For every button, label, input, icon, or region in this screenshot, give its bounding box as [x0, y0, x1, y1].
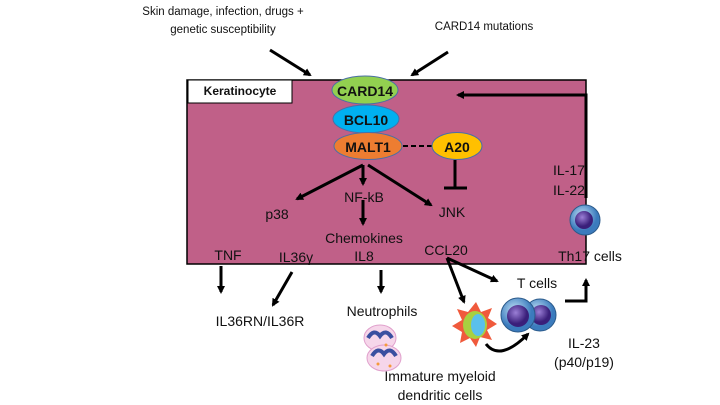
dc-label-line2: dendritic cells	[397, 387, 483, 403]
jnk-label: JNK	[438, 204, 466, 220]
ccl20-label: CCL20	[424, 242, 468, 258]
malt1-label: MALT1	[345, 139, 391, 155]
arrow-tcells-th17	[565, 278, 590, 303]
th17-cell-icon	[569, 204, 601, 236]
keratinocyte-label-box	[187, 79, 293, 104]
arrow-ccl20-dc	[445, 257, 466, 304]
neutrophils-icon	[363, 324, 402, 372]
il36r-label: IL36RN/IL36R	[215, 313, 305, 329]
il22-label: IL-22	[553, 182, 585, 198]
t-cells-label: T cells	[516, 275, 558, 291]
arrow-dc-tcells	[484, 332, 530, 353]
malt1-node	[333, 132, 403, 160]
il17-label: IL-17	[553, 162, 585, 178]
il23-subunits-label: (p40/p19)	[554, 354, 614, 370]
bcl10-label: BCL10	[343, 112, 389, 128]
il23-label: IL-23	[568, 335, 600, 351]
arrow-p38	[295, 163, 364, 201]
t-cells-icon	[500, 297, 557, 333]
a20-label: A20	[444, 139, 470, 155]
card14-node	[331, 75, 399, 105]
dc-label-line1: Immature myeloid	[384, 368, 496, 384]
a20-node	[431, 132, 483, 160]
chemokines-label: Chemokines	[325, 230, 403, 246]
arrow-mutations	[410, 50, 449, 77]
il36g-label: IL36γ	[278, 249, 314, 265]
card14-mutations-label: CARD14 mutations	[434, 21, 534, 33]
nfkb-label: NF-kB	[344, 189, 384, 205]
keratinocyte-label: Keratinocyte	[203, 84, 277, 98]
arrow-ccl20-tcells	[446, 256, 499, 283]
triggers-line2: genetic susceptibility	[170, 24, 276, 36]
arrow-jnk	[367, 163, 433, 207]
dendritic-cell-icon	[452, 302, 497, 347]
th17-label: Th17 cells	[558, 248, 622, 264]
arrow-il36	[271, 271, 294, 307]
arrow-il17-feedback	[456, 91, 588, 198]
card14-label: CARD14	[336, 83, 394, 99]
tnf-label: TNF	[214, 247, 242, 263]
il8-label: IL8	[354, 248, 374, 264]
arrow-triggers	[269, 48, 312, 77]
p38-label: p38	[265, 206, 289, 222]
triggers-line1: Skin damage, infection, drugs +	[142, 6, 304, 18]
neutrophils-label: Neutrophils	[346, 303, 418, 319]
